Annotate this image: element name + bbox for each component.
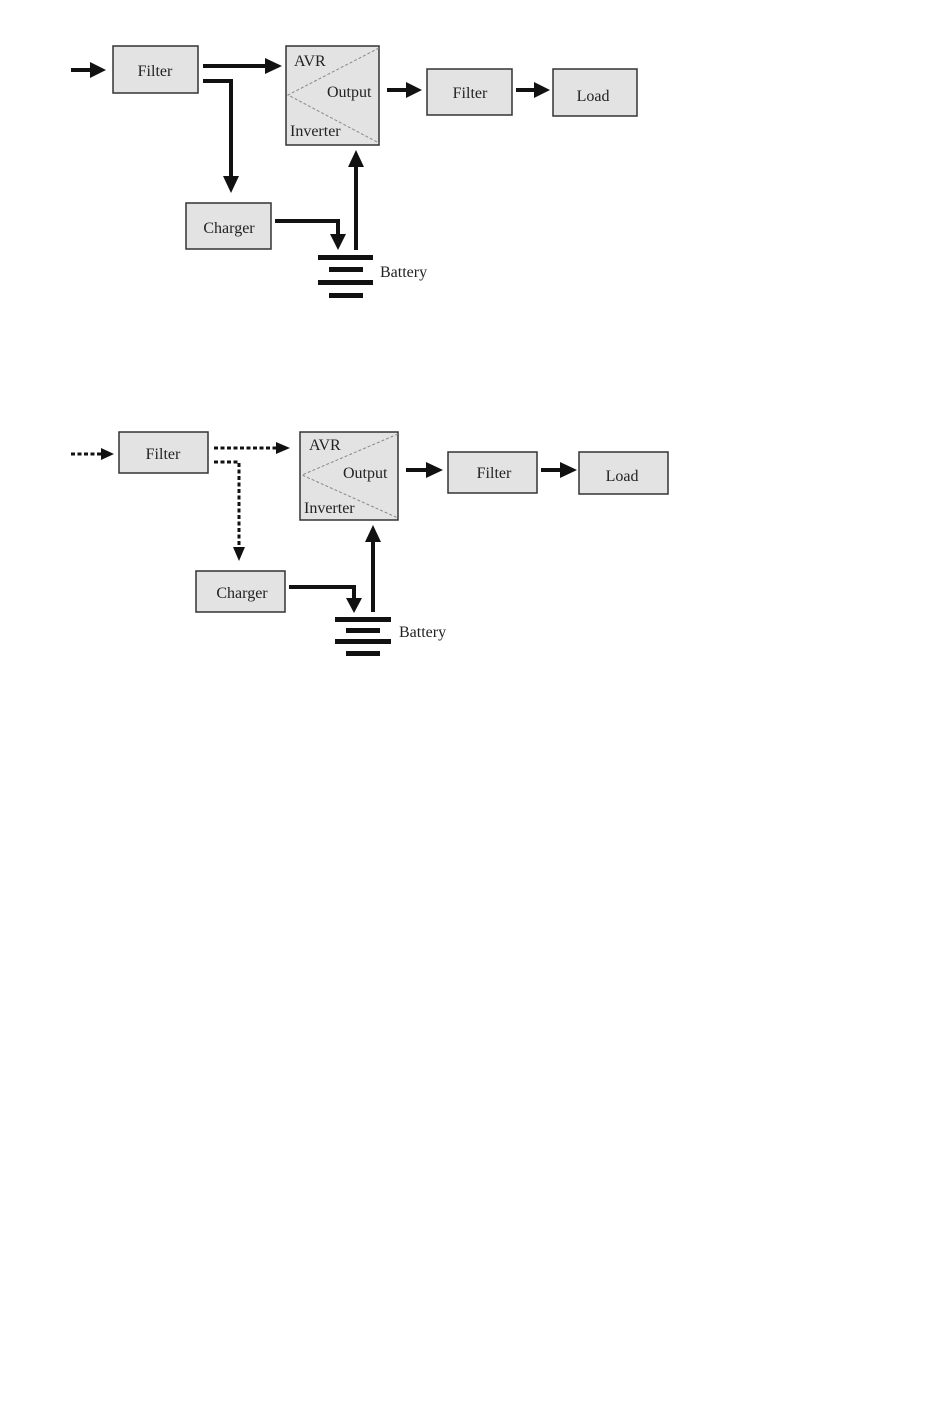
input-arrow-dotted xyxy=(71,448,114,460)
avr-to-filter-arrow xyxy=(406,462,443,478)
charger-label: Charger xyxy=(203,220,255,237)
battery-label: Battery xyxy=(399,624,446,641)
battery-label: Battery xyxy=(380,264,427,281)
input-arrow xyxy=(71,62,106,78)
input-filter-block: Filter xyxy=(119,432,208,473)
output-filter-label: Filter xyxy=(453,85,488,102)
filter-to-load-arrow xyxy=(541,462,577,478)
diagram-1: Filter AVR Output Inverter Filter xyxy=(71,46,637,298)
diagram-2: Filter AVR Output Inverter Filter xyxy=(71,432,668,656)
battery-icon xyxy=(335,617,391,656)
load-label: Load xyxy=(606,468,639,485)
avr-label: AVR xyxy=(309,437,341,454)
load-block: Load xyxy=(553,69,637,116)
avr-to-filter-arrow xyxy=(387,82,422,98)
battery-to-inverter-arrow xyxy=(348,150,364,250)
output-label: Output xyxy=(327,84,372,101)
input-filter-label: Filter xyxy=(146,446,181,463)
filter-to-load-arrow xyxy=(516,82,550,98)
charger-to-battery-arrow xyxy=(275,221,346,250)
filter-to-charger-arrow xyxy=(203,81,239,193)
charger-to-battery-arrow xyxy=(289,587,362,613)
output-filter-block: Filter xyxy=(427,69,512,115)
output-filter-block: Filter xyxy=(448,452,537,493)
charger-block: Charger xyxy=(196,571,285,612)
input-filter-label: Filter xyxy=(138,63,173,80)
load-label: Load xyxy=(577,88,610,105)
charger-block: Charger xyxy=(186,203,271,249)
output-filter-label: Filter xyxy=(477,465,512,482)
avr-label: AVR xyxy=(294,53,326,70)
inverter-label: Inverter xyxy=(290,123,341,140)
output-label: Output xyxy=(343,465,388,482)
battery-icon xyxy=(318,255,373,298)
avr-inverter-block: AVR Output Inverter xyxy=(286,46,379,145)
charger-label: Charger xyxy=(216,585,268,602)
input-filter-block: Filter xyxy=(113,46,198,93)
avr-inverter-block: AVR Output Inverter xyxy=(300,432,398,520)
inverter-label: Inverter xyxy=(304,500,355,517)
filter-to-charger-arrow-dotted xyxy=(214,462,245,561)
filter-to-avr-arrow-dotted xyxy=(214,442,290,454)
battery-to-inverter-arrow xyxy=(365,525,381,612)
load-block: Load xyxy=(579,452,668,494)
filter-to-avr-arrow xyxy=(203,58,282,74)
